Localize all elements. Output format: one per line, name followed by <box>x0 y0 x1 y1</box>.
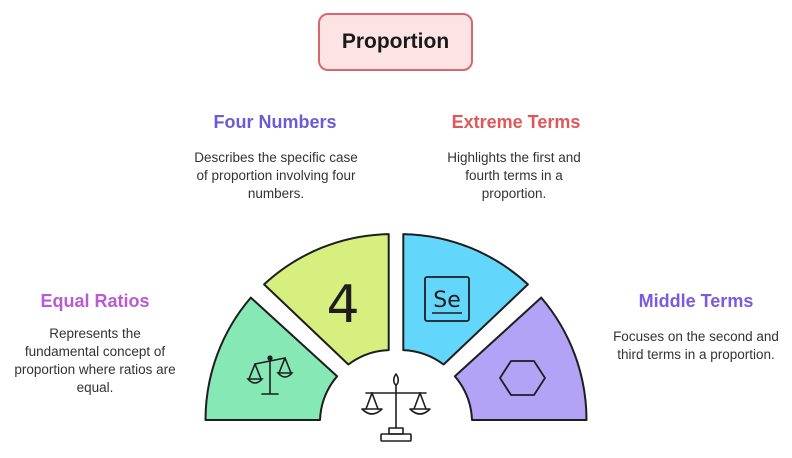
segment-four-numbers <box>263 233 390 366</box>
segment-middle-terms <box>453 296 588 421</box>
scales-icon <box>361 373 431 442</box>
middle-terms-heading: Middle Terms <box>638 291 754 311</box>
element-box-icon: Se <box>424 276 470 322</box>
four-numbers-heading: Four Numbers <box>213 112 337 132</box>
element-box-text: Se <box>433 288 461 313</box>
equal-ratios-description: Represents the fundamental concept of pr… <box>14 326 176 395</box>
segment-extreme-terms <box>402 233 529 366</box>
four-numbers-description: Describes the specific case of proportio… <box>194 150 358 201</box>
extreme-terms-heading: Extreme Terms <box>451 112 581 132</box>
extreme-terms-description: Highlights the first and fourth terms in… <box>447 150 581 201</box>
number-four-icon: 4 <box>326 275 359 335</box>
hexagon-icon <box>499 360 546 396</box>
diagram-title: Proportion <box>318 13 473 71</box>
middle-terms-description: Focuses on the second and third terms in… <box>613 329 779 362</box>
balance-scale-icon <box>246 355 294 395</box>
equal-ratios-heading: Equal Ratios <box>40 291 150 311</box>
